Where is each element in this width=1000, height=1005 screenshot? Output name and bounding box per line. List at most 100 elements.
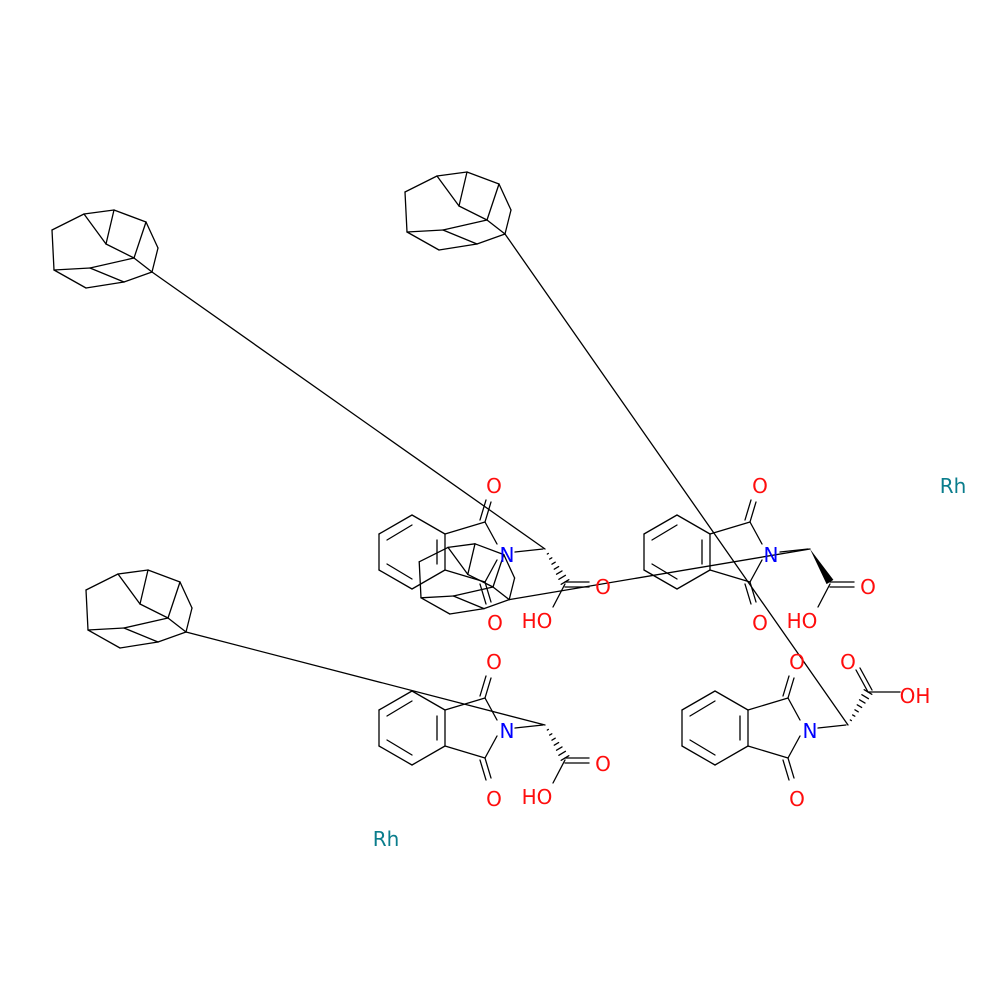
carbonyl-bond <box>787 677 795 699</box>
atom-label-nitrogen: N <box>803 719 818 743</box>
wedge-bond <box>810 549 834 585</box>
carbonyl-bond <box>479 759 487 781</box>
adamantane-bond <box>123 627 159 643</box>
n-alpha-bond <box>514 724 544 729</box>
adamantane-bond <box>438 243 478 251</box>
adamantane-bond <box>476 233 506 245</box>
benzene-ring <box>676 569 711 590</box>
phthalimide-unit-b: O O O HO N <box>752 474 876 635</box>
adamantane-bond <box>404 191 408 233</box>
adamantane-bond <box>113 209 147 223</box>
adamantane-bond <box>418 561 422 599</box>
adamantane-bond <box>185 607 193 633</box>
hashed-bond <box>558 574 567 580</box>
ring-bond <box>484 697 498 721</box>
adamantane-bond <box>466 171 500 185</box>
adamantane-bond <box>406 231 440 251</box>
adamantane-bond <box>85 281 125 289</box>
carbonyl-bond <box>744 499 752 521</box>
adamantane-bond <box>117 573 141 605</box>
linker-bond <box>151 271 546 550</box>
atom-label-oxygen: O <box>860 575 876 599</box>
adamantane-bond <box>442 219 488 231</box>
adamantane-bond <box>492 586 510 601</box>
atom-label-oxygen: O <box>840 650 856 674</box>
phthalimide-unit-a: O O O HO N <box>486 474 611 635</box>
ring-bond <box>444 521 486 535</box>
benzene-ring <box>411 569 446 590</box>
ring-bond <box>709 569 751 583</box>
adamantane-bond <box>51 213 85 231</box>
hashed-bond <box>555 746 563 751</box>
ring-bond <box>787 697 801 721</box>
benzene-ring <box>681 745 716 766</box>
aromatic-bond <box>386 739 413 756</box>
adamantane-bond <box>83 213 107 245</box>
benzene-ring <box>378 745 413 766</box>
adamantane-bond <box>167 581 181 619</box>
adamantane-bond <box>89 257 135 269</box>
atom-label-oxygen: O <box>486 650 502 674</box>
adamantane-bond <box>51 229 55 271</box>
atom-label-oxygen: O <box>487 611 503 635</box>
adamantane-bond <box>492 553 505 588</box>
benzene-ring <box>378 569 413 590</box>
benzene-ring <box>411 690 446 711</box>
adamantane-bond <box>147 569 181 583</box>
adamantane-bond <box>458 171 468 207</box>
atom-label-oxygen: O <box>789 650 805 674</box>
ring-bond <box>749 521 763 545</box>
adamantane-bond <box>442 229 478 245</box>
hashed-bond <box>851 714 856 717</box>
carbonyl-bond <box>479 499 487 521</box>
carbonyl-bond <box>484 581 492 603</box>
carbonyl-bond <box>787 757 795 779</box>
benzene-ring <box>378 514 413 535</box>
linker-bond <box>508 548 811 601</box>
adamantane-bond <box>53 267 91 271</box>
carbonyl-bond <box>484 757 492 779</box>
atom-label-hydroxyl: HO <box>787 609 818 633</box>
hashed-bond <box>551 737 556 741</box>
adamantane-bond <box>474 543 505 556</box>
aromatic-bond <box>386 700 413 717</box>
atom-label-oxygen: O <box>789 787 805 811</box>
adamantane-bond <box>85 589 89 631</box>
adamantane-bond <box>508 577 516 601</box>
adamantane-bond <box>85 573 119 591</box>
ring-bond <box>787 735 801 759</box>
carbonyl-bond <box>744 583 752 605</box>
linker-bond <box>185 631 546 726</box>
hashed-bond <box>553 741 560 746</box>
carbonyl-bond <box>479 583 487 605</box>
aromatic-bond <box>689 700 716 717</box>
adamantane-bond <box>452 586 494 597</box>
phthalimide-unit-c: O O O HO N <box>486 650 611 811</box>
hashed-bond <box>849 719 853 722</box>
aromatic-bond <box>386 563 413 580</box>
adamantane-bond <box>139 603 169 619</box>
benzene-ring <box>676 514 711 535</box>
aromatic-bond <box>689 739 716 756</box>
ring-bond <box>749 559 763 583</box>
adamantane-bond <box>53 269 87 289</box>
adamantane-bond <box>467 543 476 576</box>
adamantane-bond <box>167 617 187 633</box>
hashed-bond <box>555 570 563 575</box>
adamantane-bond <box>157 631 187 643</box>
linker-bond <box>504 233 849 726</box>
adamantane-bond <box>436 175 460 207</box>
atom-label-nitrogen: N <box>500 719 515 743</box>
aromatic-bond <box>386 524 413 541</box>
phthalimide-unit-d: O O O OH N <box>789 650 930 811</box>
adamantane-bond <box>452 595 485 610</box>
atom-label-hydroxyl: OH <box>900 684 931 708</box>
adamantane-bond <box>123 271 153 283</box>
hashed-bond <box>856 704 863 709</box>
adamantane-bond <box>89 267 125 283</box>
atom-label-oxygen: O <box>595 752 611 776</box>
adamantane-bond <box>486 183 500 221</box>
adamantane-bond <box>83 209 115 215</box>
ring-bond <box>709 521 751 535</box>
